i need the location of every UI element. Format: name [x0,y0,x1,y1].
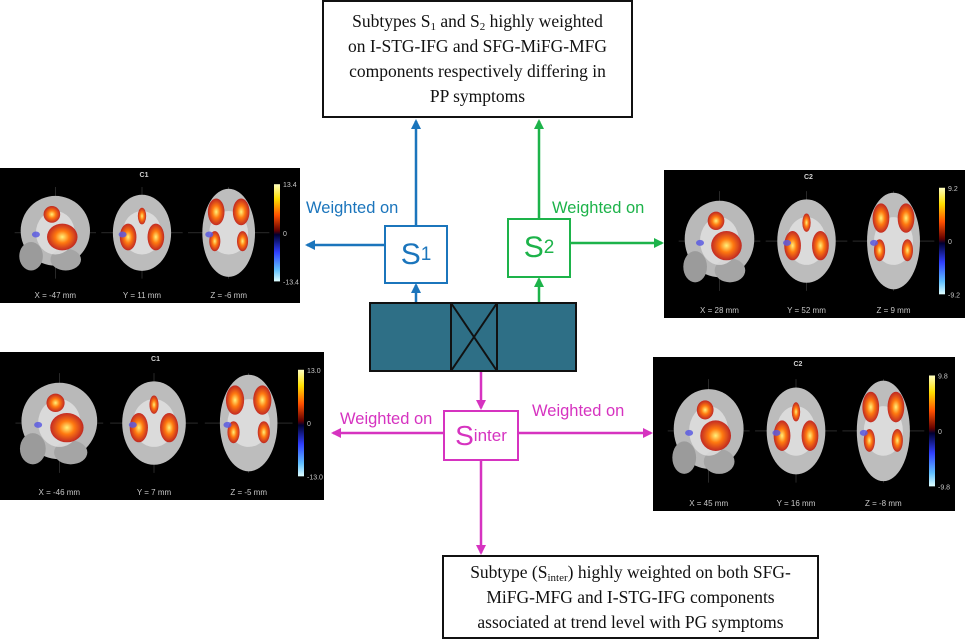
brain-slice [15,373,104,473]
brain-panel-top-left: C1 X = -47 mm Y = 11 mm Z = -6 mm 13.4 0 -13.4 [0,168,300,303]
brain-slice [678,191,761,291]
brain-panel-top-left-svg: C1 X = -47 mm Y = 11 mm Z = -6 mm 13.4 0 -13.4 [14,172,299,300]
panel-coordinate: Y = 11 mm [123,291,162,300]
brain-slice [14,186,96,279]
colorbar-label: -9.2 [948,292,960,299]
s1-letter: S [400,237,421,271]
sinter-letter: S [455,419,474,451]
bottom-line1-sub: inter [547,571,568,584]
colorbar-label: 0 [938,429,942,436]
colorbar-label: 9.2 [948,186,958,193]
brain-slice [101,186,183,279]
brain-panel-bottom-right: C2 X = 45 mm Y = 16 mm Z = -8 mm 9.8 0 -9.8 [653,357,955,511]
panel-coordinate: Y = 7 mm [137,488,172,497]
top-line1b: and S [435,11,480,31]
s1-weighted-label: Weighted on [306,199,399,217]
s2-letter: S [523,231,544,264]
brain-slice [852,191,935,291]
colorbar-label: -13.4 [283,279,299,286]
bottom-summary-box: Subtype (Sinter) highly weighted on both… [442,555,819,639]
subtype-matrix-block [369,302,577,372]
bottom-line1b: ) highly weighted on both SFG- [567,561,791,582]
top-line1-sub1: 1 [430,21,436,33]
bottom-line1a: Subtype (S [470,561,548,582]
colorbar-label: 0 [948,239,952,246]
sinter-right-weighted-label: Weighted on [532,402,625,420]
panel-coordinate: X = -47 mm [35,291,77,300]
panel-coordinate: Y = 16 mm [777,499,816,508]
panel-title: C2 [804,174,813,181]
brain-slice [765,191,848,291]
brain-panel-bottom-left: C1 X = -46 mm Y = 7 mm Z = -5 mm 13.0 0 -13.0 [0,352,324,500]
top-line1c: highly weighted [485,11,603,31]
colorbar-label: -9.8 [938,484,950,491]
colorbar-label: -13.0 [307,474,323,481]
colorbar [939,187,945,295]
colorbar [929,375,935,487]
top-line2: on I-STG-IFG and SFG-MiFG-MFG [347,36,608,56]
brain-slice [204,373,293,473]
panel-title: C1 [140,172,149,179]
brain-slice [755,379,837,483]
sinter-left-weighted-label: Weighted on [340,410,433,428]
panel-coordinate: Z = -6 mm [210,291,247,300]
colorbar-label: 13.0 [307,368,321,375]
colorbar [298,369,304,477]
brain-panel-bottom-left-svg: C1 X = -46 mm Y = 7 mm Z = -5 mm 13.0 0 -13.0 [15,356,323,497]
colorbar-label: 0 [283,231,287,238]
colorbar-label: 13.4 [283,182,297,189]
brain-slice [188,186,270,279]
brain-slice [842,379,925,483]
brain-panel-top-right-svg: C2 X = 28 mm Y = 52 mm Z = 9 mm 9.2 0 -9.2 [678,174,960,315]
top-line1a: Subtypes S [352,11,431,31]
panel-coordinate: X = 28 mm [700,306,739,315]
brain-slice [667,379,750,483]
panel-coordinate: Z = 9 mm [876,306,910,315]
top-line3: components respectively differing in [349,61,606,81]
panel-title: C1 [151,356,160,363]
top-summary-box: Subtypes S1 and S2 highly weighted on I-… [322,0,633,118]
panel-coordinate: X = 45 mm [689,499,728,508]
brain-panel-bottom-right-svg: C2 X = 45 mm Y = 16 mm Z = -8 mm 9.8 0 -9.8 [667,361,950,508]
panel-title: C2 [793,361,802,368]
colorbar-label: 9.8 [938,373,948,380]
colorbar [274,184,280,282]
s2-weighted-label: Weighted on [552,199,645,217]
colorbar-label: 0 [307,421,311,428]
top-line1-sub2: 2 [479,21,486,33]
panel-coordinate: Z = -5 mm [230,488,267,497]
panel-coordinate: Y = 52 mm [787,306,826,315]
brain-panel-top-right: C2 X = 28 mm Y = 52 mm Z = 9 mm 9.2 0 -9.2 [664,170,965,318]
panel-coordinate: X = -46 mm [39,488,81,497]
bottom-line3: associated at trend level with PG sympto… [477,611,784,632]
bottom-line2: MiFG-MFG and I-STG-IFG components [486,586,775,607]
brain-slice [110,373,198,473]
panel-coordinate: Z = -8 mm [865,499,902,508]
top-line4: PP symptoms [429,86,526,106]
